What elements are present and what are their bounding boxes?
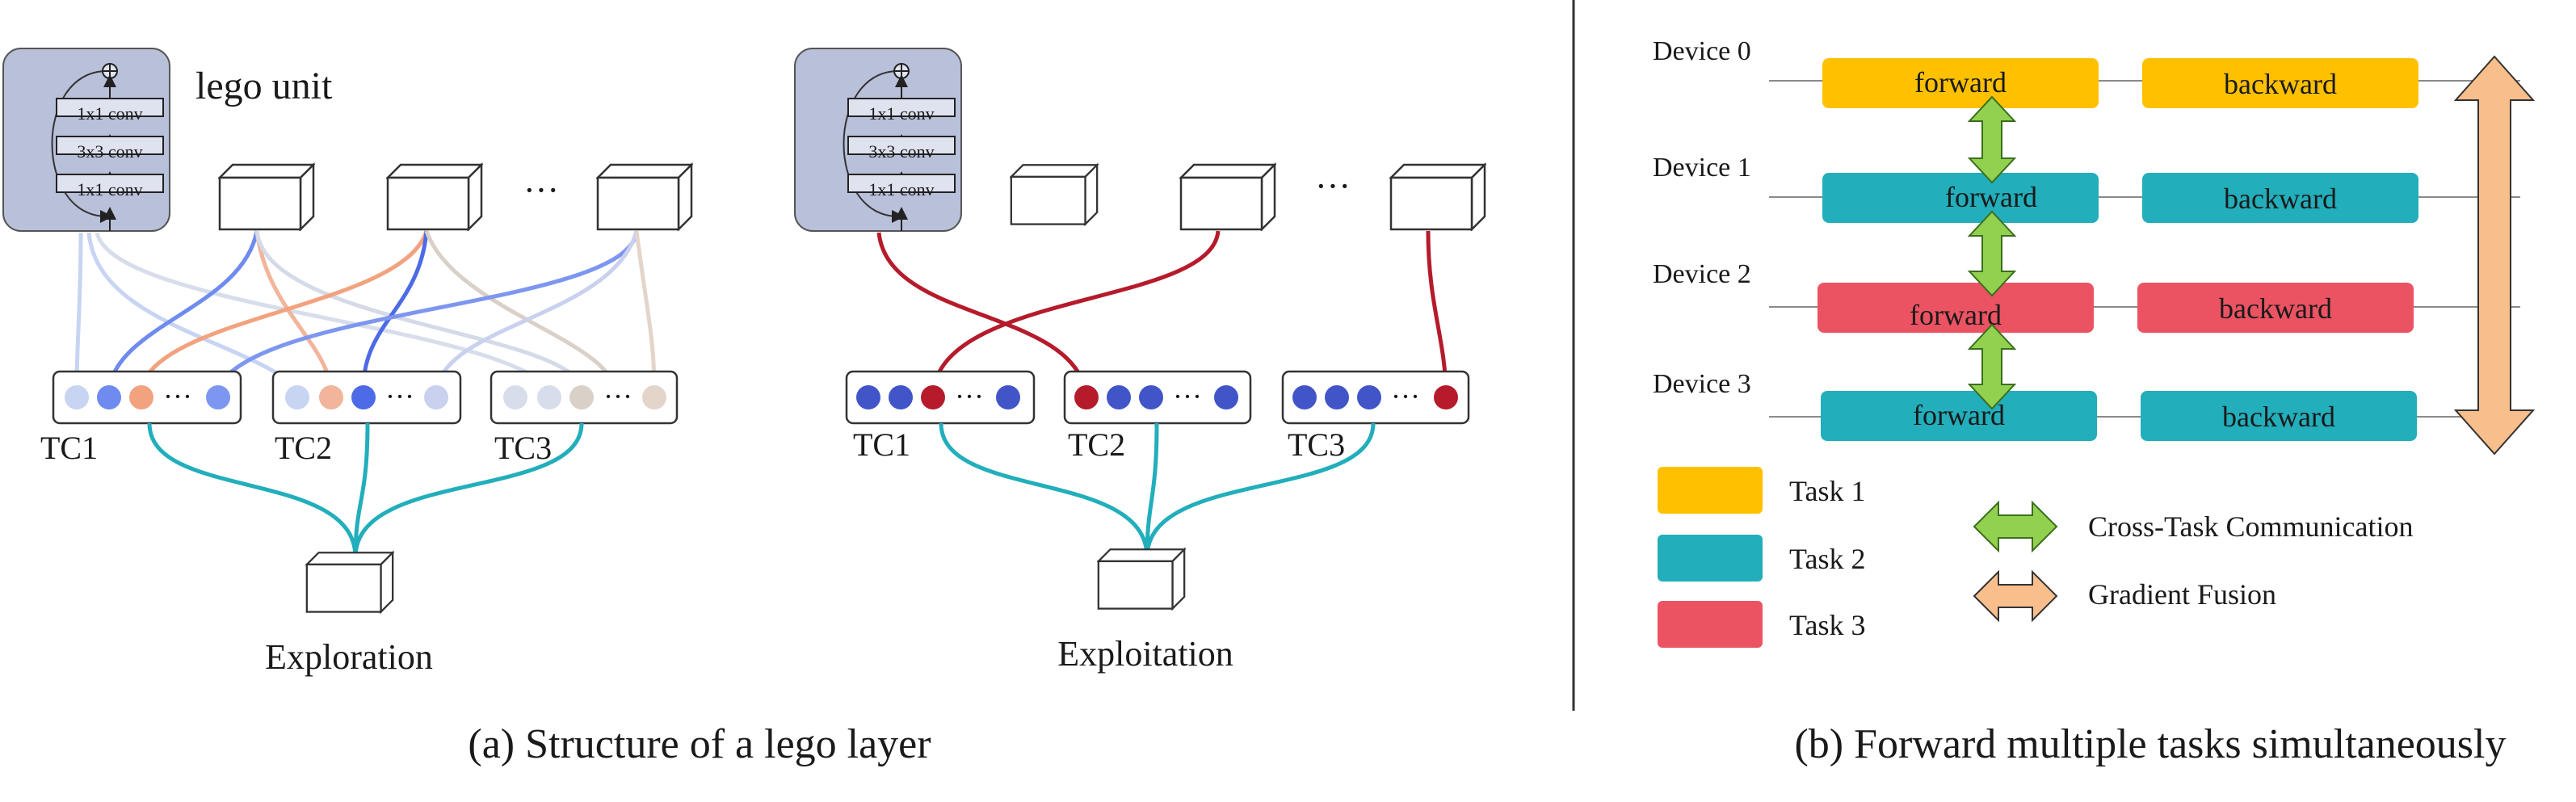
cross-task-arrow-3 [1967,323,2017,410]
device-3-backward-block [2141,391,2417,441]
exploration-merge [147,422,584,558]
conv-label-2-right: 3x3 conv [868,141,934,162]
tc1-label-left: TC1 [40,430,98,466]
device-2-backward-block [2137,283,2414,333]
token-container-tc3-right: ··· [1281,370,1470,425]
legend-task-1-label: Task 1 [1789,475,1865,507]
legend-task-3-label: Task 3 [1789,609,1865,641]
legend-task-2-label: Task 2 [1789,543,1865,575]
legend-cross-task-arrow-icon [1973,500,2058,553]
device-0-backward-block [2142,58,2418,108]
lego-unit-left: 1x1 conv 3x3 conv 1x1 conv [3,48,170,231]
token-container-tc1-right: ··· [845,370,1036,425]
legend-cross-task-label: Cross-Task Communication [2088,510,2413,543]
device-2-label: Device 2 [1653,259,1751,289]
device-0-forward-label: forward [1914,66,2007,99]
exploration-label: Exploration [265,637,433,677]
cross-task-arrows [1967,95,2017,410]
candidate-cube-2 [386,163,483,231]
device-2-backward-label: backward [2219,292,2332,325]
cross-task-arrow-2 [1967,210,2017,297]
token-container-tc2-left: ··· [271,370,462,425]
tc2-label-right: TC2 [1068,426,1125,463]
candidate-cube-3-right [1389,163,1486,231]
exploitation-label: Exploitation [1057,634,1233,674]
device-0-backward-label: backward [2224,68,2337,100]
token-container-tc1-left: ··· [52,370,242,425]
device-timelines [1769,80,2520,418]
exploration-output-cube [305,552,394,613]
cube-ellipsis-right: ··· [1315,166,1351,206]
device-2-forward-label: forward [1910,299,2002,331]
cross-task-arrow-1 [1967,95,2017,184]
legend-task-1-swatch [1658,467,1763,514]
candidate-cube-1-right [1010,164,1099,225]
cube-ellipsis: ··· [523,170,559,210]
device-1-label: Device 1 [1653,153,1751,183]
token-container-tc3-left: ··· [490,370,679,425]
conv-label-2: 3x3 conv [77,141,142,162]
device-1-forward-label: forward [1945,181,2037,213]
candidate-cube-1 [218,163,315,231]
conv-label-3: 1x1 conv [77,179,142,199]
device-0-label: Device 0 [1653,36,1751,66]
tc3-label-left: TC3 [494,430,552,466]
conv-label-3-right: 1x1 conv [868,179,934,199]
lego-unit-right: 1x1 conv 3x3 conv 1x1 conv [795,48,961,231]
device-0-forward-block [1822,58,2099,108]
tc1-ellipsis: ··· [163,380,192,413]
legend-gradient-fusion-arrow-icon [1973,569,2058,623]
tc3-ellipsis-right: ··· [1391,380,1420,413]
token-container-tc2-right: ··· [1063,370,1252,425]
tc2-label-left: TC2 [275,430,332,466]
legend-gradient-fusion-label: Gradient Fusion [2088,578,2276,611]
conv-label-1: 1x1 conv [77,103,142,124]
device-1-backward-label: backward [2224,183,2337,215]
device-1-backward-block [2142,173,2418,223]
lego-unit-label: lego unit [195,65,333,107]
exploitation-output-cube [1097,548,1186,610]
conv-label-1-right: 1x1 conv [868,103,934,124]
device-1-forward-block [1822,173,2099,223]
tc1-label-right: TC1 [853,426,910,463]
legend-task-2-swatch [1658,535,1763,582]
exploitation-merge [939,422,1376,558]
panel-b: Device 0 Device 1 Device 2 Device 3 forw… [1653,36,2536,767]
tc2-ellipsis-right: ··· [1173,380,1202,413]
tc2-ellipsis: ··· [385,380,414,413]
device-2-forward-block [1817,283,2094,333]
device-3-backward-label: backward [2222,401,2335,433]
gradient-fusion-arrow [2453,55,2536,456]
candidate-cube-2-right [1179,163,1276,231]
tc3-label-right: TC3 [1288,426,1345,463]
exploration-connections [74,230,657,389]
panel-a: 1x1 conv 3x3 conv 1x1 conv lego unit ··· [3,48,1486,767]
device-3-label: Device 3 [1653,369,1751,399]
tc1-ellipsis-right: ··· [955,380,984,413]
device-3-forward-block [1821,391,2097,441]
legend-task-3-swatch [1658,601,1763,648]
caption-b: (b) Forward multiple tasks simultaneousl… [1794,721,2506,767]
candidate-cube-3 [596,163,693,231]
tc3-ellipsis: ··· [603,380,632,413]
caption-a: (a) Structure of a lego layer [468,721,931,767]
